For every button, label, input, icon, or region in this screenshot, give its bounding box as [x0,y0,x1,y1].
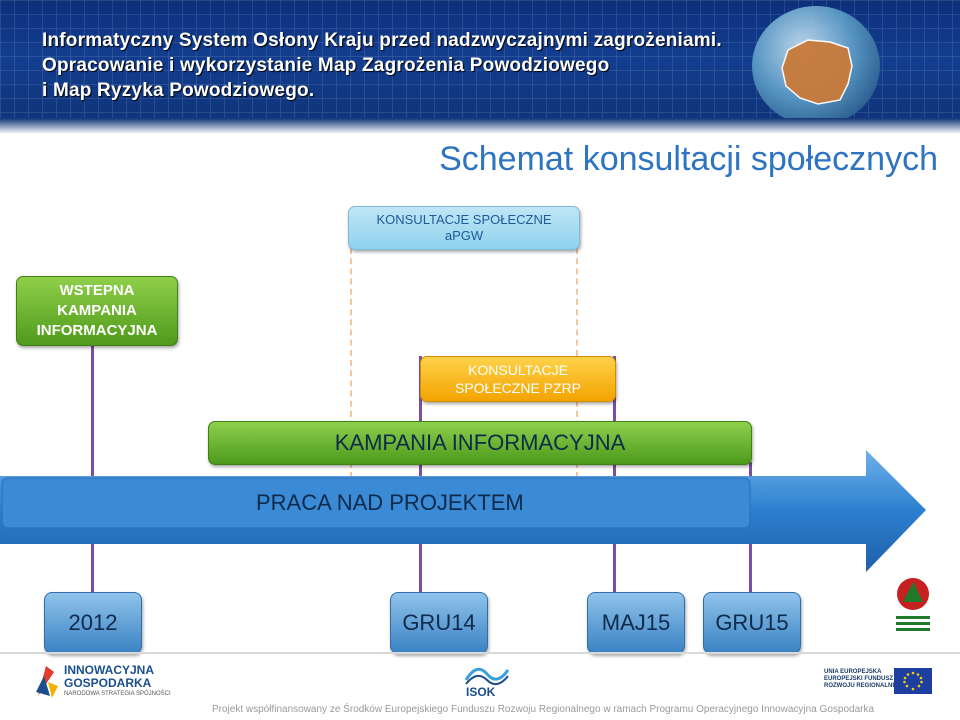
praca-nad-projektem-arrow [0,450,926,572]
date-gru14: GRU14 [390,592,488,654]
wstepna-line2: KAMPANIA [57,302,137,319]
poland-map-icon [781,39,853,105]
timeline-line-2012 [91,344,94,594]
header-fade [0,118,960,134]
innowacyjna-gospodarka-logo: INNOWACYJNA GOSPODARKA NARODOWA STRATEGI… [34,662,171,702]
ig-line1: INNOWACYJNA [64,663,155,677]
date-maj15: MAJ15 [587,592,685,654]
ue-line2: EUROPEJSKI FUNDUSZ [824,676,894,682]
eu-logo: UNIA EUROPEJSKA EUROPEJSKI FUNDUSZ ROZWO… [824,668,954,698]
header-line-1: Informatyczny System Osłony Kraju przed … [42,30,722,51]
ig-line2: GOSPODARKA [64,676,152,690]
wstepna-line1: WSTEPNA [59,282,135,299]
konsultacje-pzrp-box: KONSULTACJE SPOŁECZNE PZRP [420,356,616,402]
header-line-2: Opracowanie i wykorzystanie Map Zagrożen… [42,55,610,76]
wstepna-kampania-box: WSTEPNA KAMPANIA INFORMACYJNA [16,276,178,346]
konsultacje-apgw-line1: KONSULTACJE SPOŁECZNE [376,212,552,227]
forest-logo [896,578,930,631]
eu-flag-icon [894,668,932,694]
isok-logo: ISOK [462,660,512,700]
date-2012-label: 2012 [68,610,118,635]
header-line-3: i Map Ryzyka Powodziowego. [42,80,315,101]
pzrp-line1: KONSULTACJE [468,362,568,378]
timeline-line-maj15 [613,356,616,594]
kampania-label: KAMPANIA INFORMACYJNA [334,430,626,455]
wstepna-line3: INFORMACYJNA [36,322,158,339]
isok-wave-icon [464,667,510,686]
date-gru14-label: GRU14 [402,610,476,635]
konsultacje-apgw-box: KONSULTACJE SPOŁECZNE aPGW [348,206,580,250]
pzrp-line2: SPOŁECZNE PZRP [454,380,582,396]
praca-label: PRACA NAD PROJEKTEM [256,490,524,515]
ig-sub: NARODOWA STRATEGIA SPÓJNOŚCI [64,691,171,697]
kampania-informacyjna-bar: KAMPANIA INFORMACYJNA [208,421,752,465]
date-gru15: GRU15 [703,592,801,654]
konsultacje-apgw-line2: aPGW [444,228,484,243]
timeline-line-gru14 [419,356,422,594]
ue-line1: UNIA EUROPEJSKA [824,669,882,675]
date-gru15-label: GRU15 [715,610,789,635]
date-2012: 2012 [44,592,142,654]
footer-note: Projekt współfinansowany ze Środków Euro… [212,704,875,715]
date-maj15-label: MAJ15 [601,610,671,635]
footer-separator [0,652,960,654]
page-title: Schemat konsultacji społecznych [439,140,938,178]
isok-label: ISOK [466,685,496,699]
dashed-connector-left [350,248,352,478]
ue-line3: ROZWOJU REGIONALNEGO [824,683,906,689]
innowacyjna-gospodarka-icon [36,666,58,698]
